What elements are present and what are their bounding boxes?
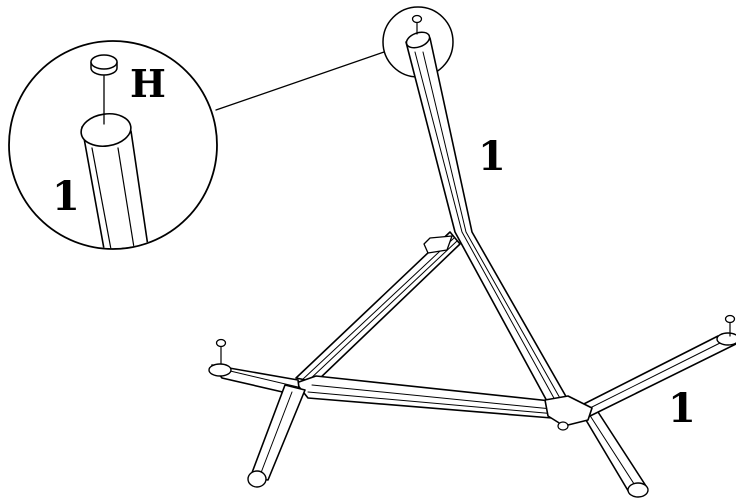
part-h-glide-icon [90, 54, 118, 76]
callout-magnifier-circle [8, 40, 218, 250]
detail-callout: H 1 [8, 40, 385, 250]
glide-left [215, 338, 227, 365]
diagonal-brace [295, 231, 461, 383]
callout-leg-label: 1 [52, 173, 80, 220]
glide-right [724, 314, 736, 337]
callout-leader-line [215, 51, 385, 111]
callout-part-label: H [130, 61, 166, 106]
hub-hole [557, 421, 569, 431]
upper-leg-label: 1 [478, 133, 506, 180]
upper-leg [405, 37, 569, 404]
right-junction-hub [544, 395, 593, 427]
brace-mount-tab [423, 235, 453, 254]
glide-top [411, 14, 423, 35]
left-lower-prong [249, 384, 306, 481]
base-frame [208, 31, 736, 498]
right-leg-label: 1 [668, 385, 696, 432]
callout-leg-tube [81, 126, 151, 248]
